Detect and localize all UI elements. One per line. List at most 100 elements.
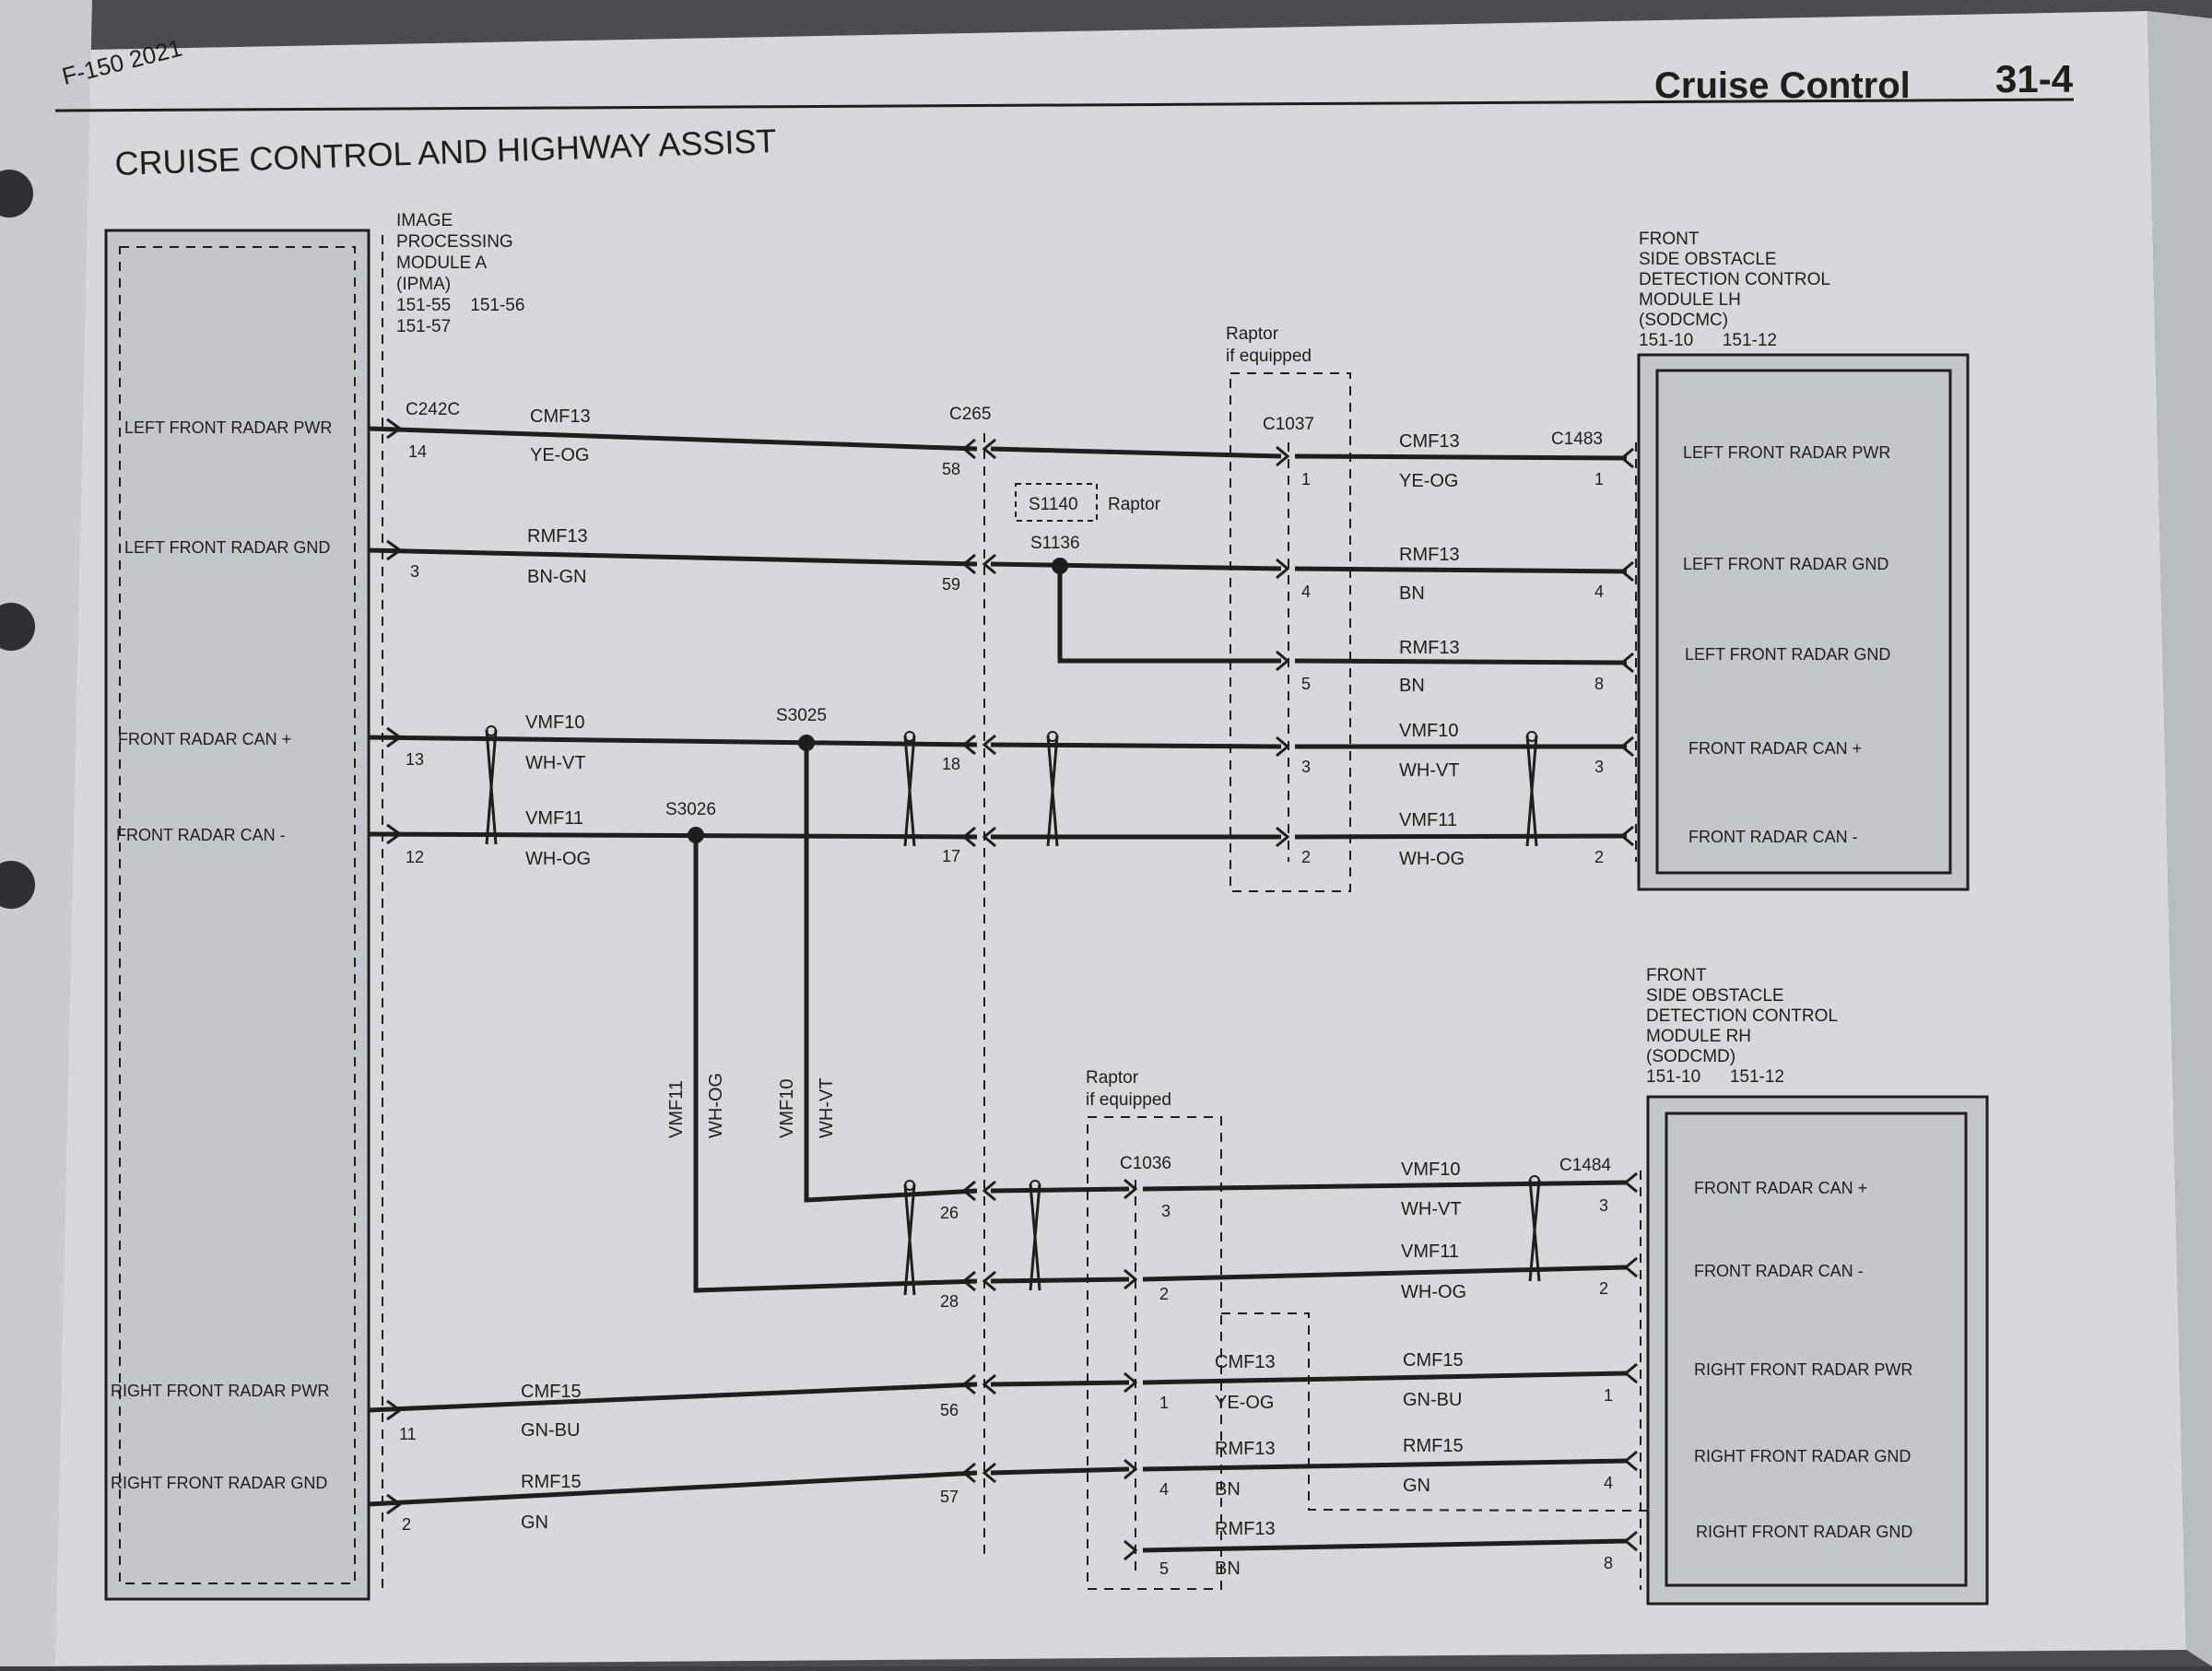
page-edges [2147,11,2212,1666]
page-number: 31-4 [1995,57,2074,100]
sodcmc-signal-label: LEFT FRONT RADAR GND [1683,555,1888,573]
wire-color-label: BN-GN [527,567,586,587]
wire-color-label: BN [1215,1479,1241,1500]
raptor-box-c1037 [1230,372,1351,892]
pin-number: 1 [1604,1386,1613,1405]
pin-number: 58 [942,460,960,478]
sodcmd-signal-label: FRONT RADAR CAN - [1694,1262,1864,1280]
sodcmd-inner [1665,1112,1968,1587]
left-page-curl [0,0,92,1666]
ipma-ref-line: 151-55 151-56 [396,296,524,315]
pin-number: 13 [406,750,424,769]
sodcmd-module [1646,1095,1989,1606]
connector-label-c265: C265 [949,405,991,424]
wire-rmf13-splice-branch [1057,567,1281,664]
circuit-label: RMF13 [527,526,588,547]
raptor-box-label: Raptor [1226,324,1279,344]
wire-vmf11-branch [693,835,978,1293]
circuit-label: VMF10 [1399,721,1458,741]
ipma-signal-label: FRONT RADAR CAN + [118,730,291,748]
pin-number: 2 [1301,848,1311,866]
sodcmd-signal-label: RIGHT FRONT RADAR GND [1696,1523,1912,1541]
ipma-name-line: PROCESSING [396,232,513,252]
sodcmc-signal-label: LEFT FRONT RADAR PWR [1683,443,1890,462]
wire-color-label: WH-VT [525,753,586,773]
pin-arrow [386,418,403,440]
pin-arrow [386,1493,403,1515]
raptor-box-label: if equipped [1226,347,1312,366]
raptor-option-boundary [1221,1312,1932,1586]
vertical-wire-color-label: WH-VT [817,1077,837,1138]
pin-number: 4 [1159,1480,1169,1499]
wire-vmf11-rh-mid [990,1277,1130,1284]
twist-marker [485,729,498,845]
wires-c265-to-c1036 [990,1186,1130,1476]
sodcmc-signal-label: LEFT FRONT RADAR GND [1685,645,1890,664]
pin-number: 5 [1159,1559,1169,1578]
ipma-outline [104,229,371,1601]
ipma-name-line: MODULE A [396,253,488,273]
pin-number: 12 [406,848,424,866]
sodcmc-signal-label: FRONT RADAR CAN + [1688,739,1862,758]
sodcmd-outline [1646,1095,1989,1606]
wire-cmf13-left [368,426,978,452]
twist-marker [1046,735,1059,847]
section-title: Cruise Control [1654,65,1911,106]
wires-c1037-to-sodcmc [1294,453,1628,840]
pin-number: 3 [1161,1202,1171,1220]
wires-ipma-to-c265 [368,426,978,1507]
wire-vmf11-lh [1294,833,1628,840]
wire-cmf13-mid [990,446,1282,459]
wire-rmf13-rh-8 [1142,1538,1628,1553]
pin-number: 59 [942,575,960,594]
circuit-label: RMF13 [1399,638,1460,658]
connector-label-c242c: C242C [406,400,460,419]
sodcmc-outline [1637,353,1970,891]
header-rule [54,98,2075,112]
raptor-box-label: if equipped [1086,1090,1171,1110]
sodcmd-name-line: MODULE RH [1646,1027,1751,1046]
connector-label-c1483: C1483 [1551,430,1603,449]
ipma-pin-arrows [386,418,403,1515]
ipma-module [104,229,383,1601]
sodcmc-name-line: FRONT [1639,229,1700,249]
wire-color-label: WH-OG [525,849,591,869]
pin-number: 56 [940,1401,959,1419]
wire-color-label: WH-VT [1399,760,1460,781]
can-branch-wires [693,743,978,1293]
pin-number: 14 [408,442,427,461]
c1036-pin-arrows [1124,1178,1138,1561]
raptor-box-label: Raptor [1086,1068,1139,1088]
sodcmd-name-line: (SODCMD) [1646,1047,1735,1066]
circuit-label: RMF13 [1215,1519,1276,1539]
ipma-ref-line: 151-57 [396,317,451,336]
sodcmc-name-line: SIDE OBSTACLE [1639,250,1777,269]
circuit-label: RMF15 [521,1472,582,1492]
connector-label-c1484: C1484 [1559,1156,1611,1175]
ipma-signal-label: RIGHT FRONT RADAR PWR [111,1382,329,1400]
pin-number: 26 [940,1204,959,1222]
pin-number: 5 [1301,675,1311,693]
wire-vmf11-rh [1142,1265,1628,1282]
circuit-label: VMF10 [1401,1159,1460,1180]
c1484-pin-arrows [1623,1171,1638,1552]
pin-number: 3 [1301,758,1311,776]
sodcmd-name-line: DETECTION CONTROL [1646,1006,1838,1026]
circuit-label: CMF15 [1403,1350,1464,1371]
circuit-label: CMF15 [521,1382,582,1402]
circuit-label: CMF13 [530,406,591,427]
vertical-circuit-label: VMF11 [666,1080,687,1138]
wire-color-label: WH-OG [1399,849,1465,869]
binder-hole [0,170,33,218]
wires-c265-to-c1037 [990,446,1282,840]
wire-vmf10-rh-mid [990,1186,1130,1194]
circuit-label: RMF13 [1399,545,1460,565]
circuit-label: CMF13 [1399,431,1460,452]
wire-cmf15-left [368,1382,978,1413]
wire-color-label: WH-OG [1401,1282,1466,1302]
wire-rmf13-lh-4 [1294,566,1628,574]
sodcmc-inner [1655,369,1952,875]
wire-vmf10-rh [1142,1180,1628,1192]
pin-number: 2 [1594,848,1604,866]
sodcmc-module [1637,353,1970,891]
